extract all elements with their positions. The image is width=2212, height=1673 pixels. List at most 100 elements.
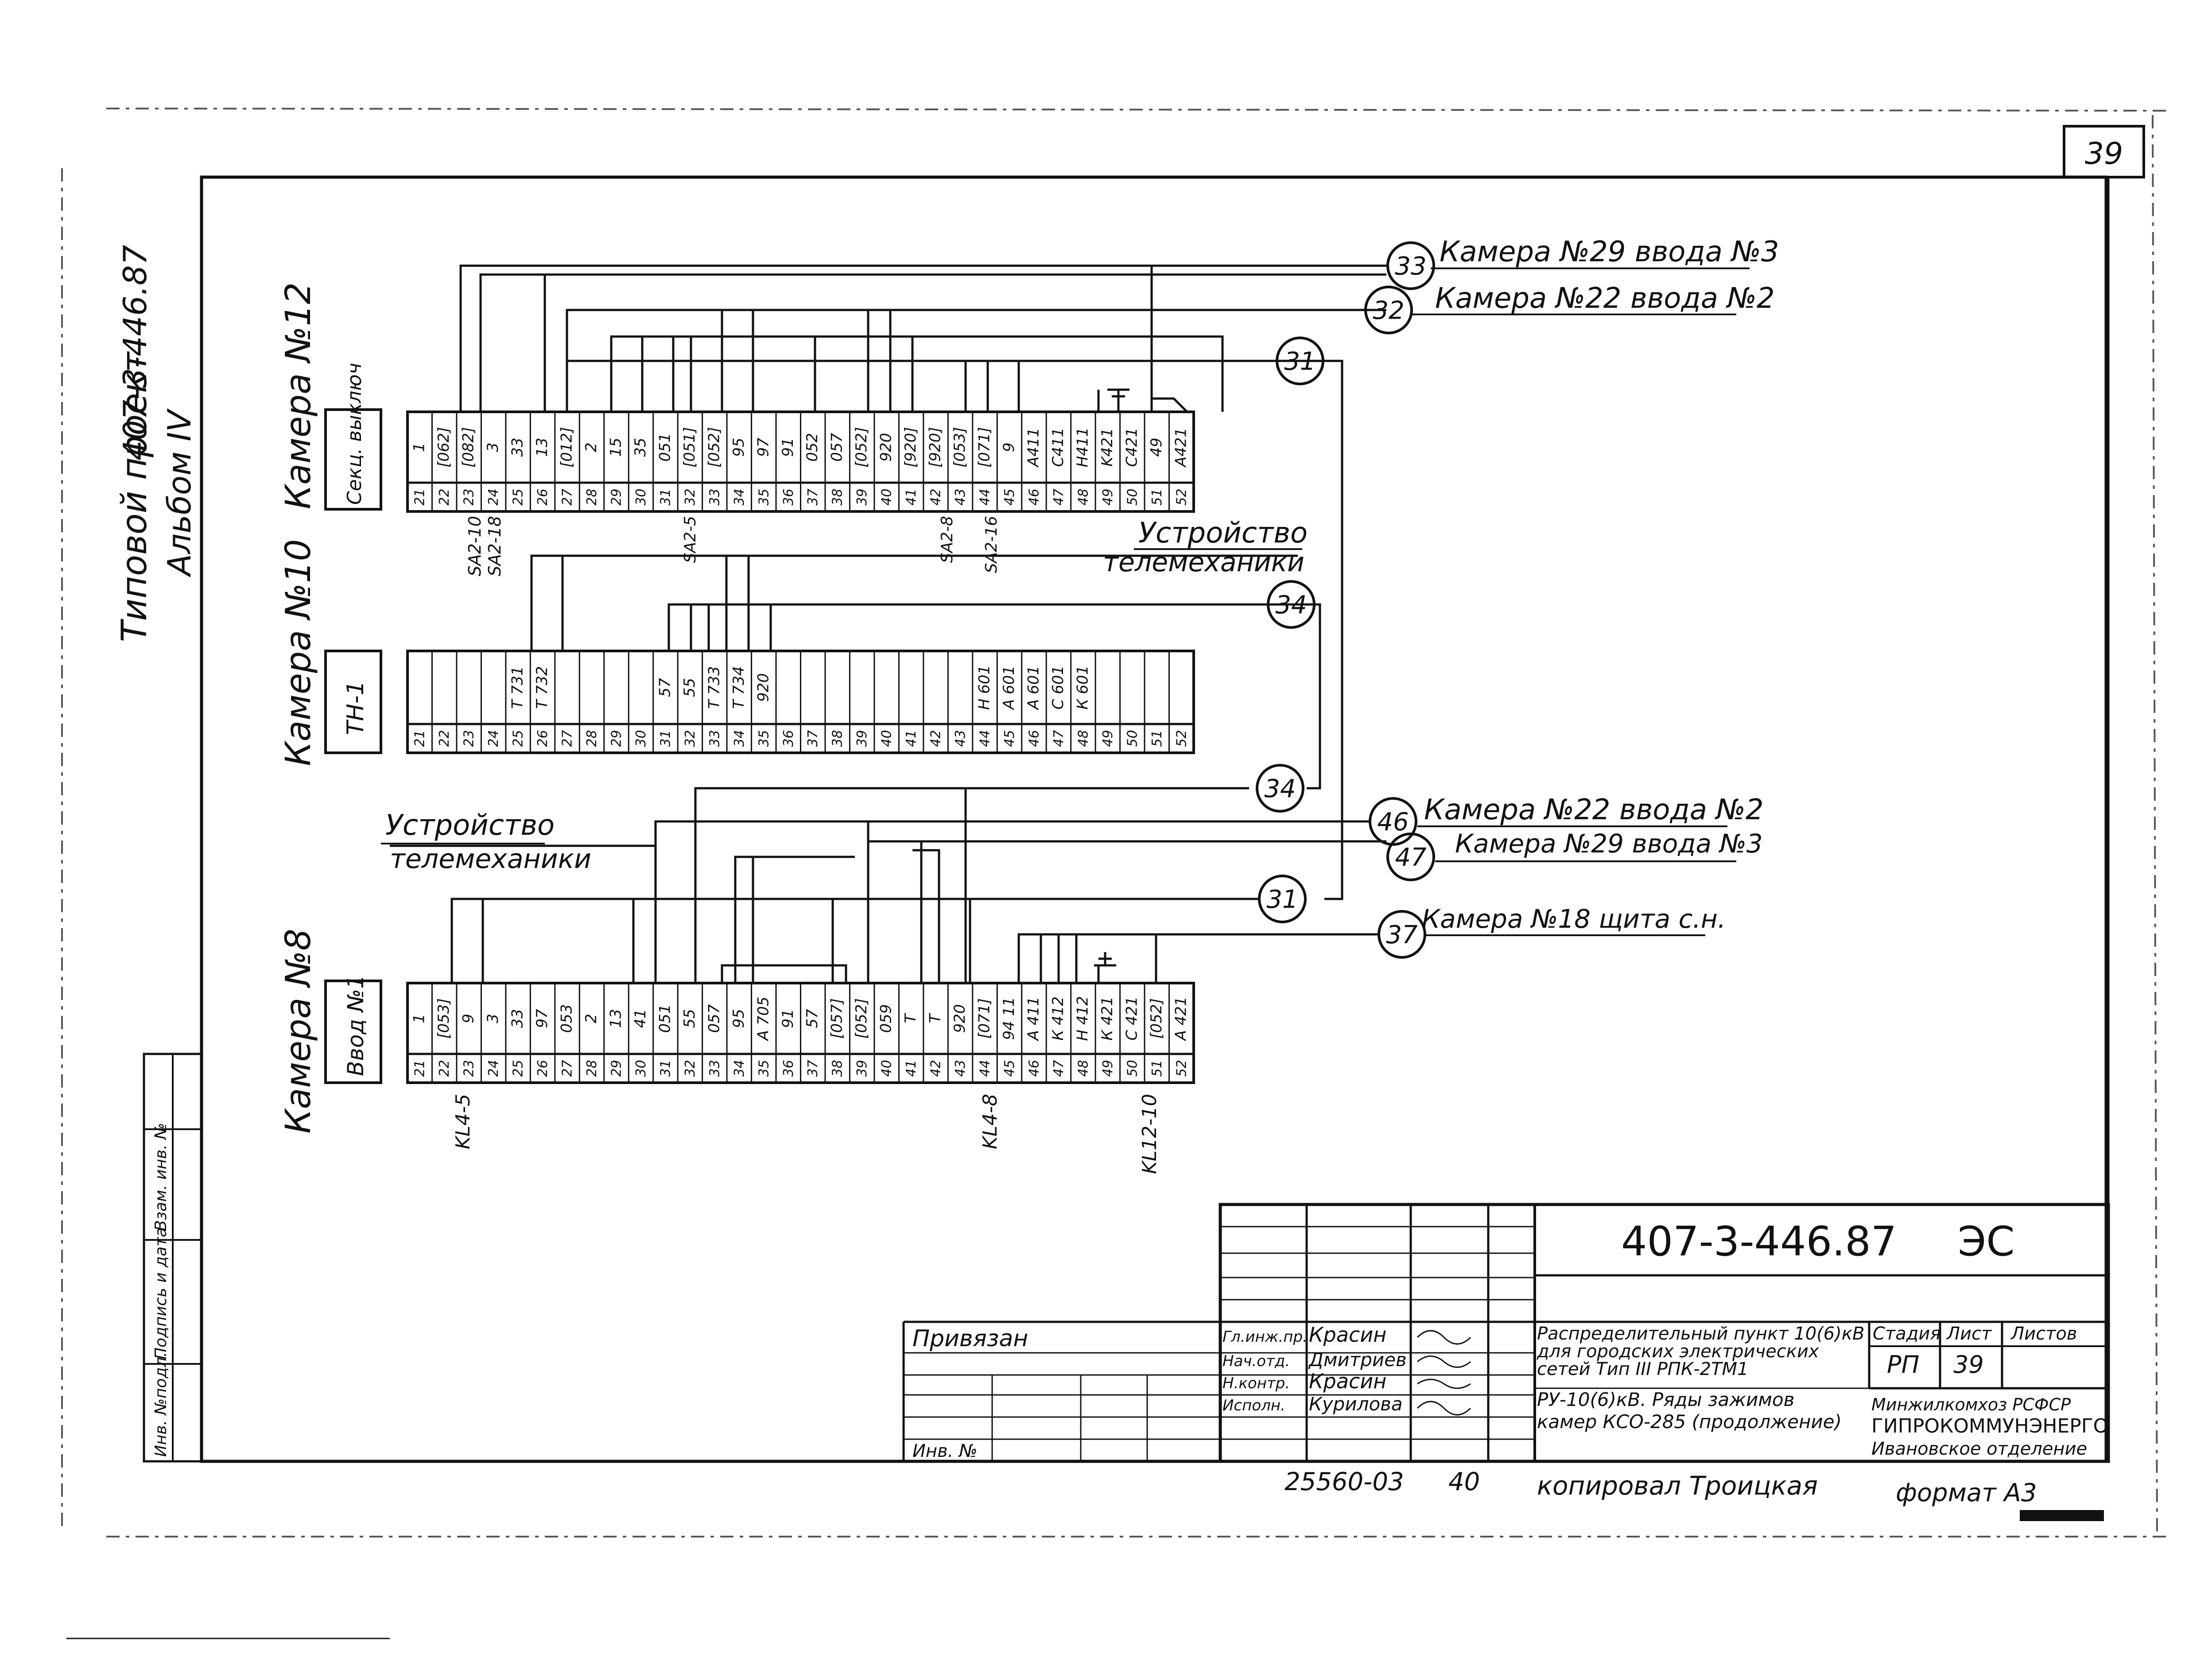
terminal-number: 35 bbox=[756, 488, 772, 505]
svg-text:33: 33 bbox=[1395, 252, 1426, 281]
terminal-number: 40 bbox=[879, 488, 895, 505]
terminal-number: 22 bbox=[437, 730, 452, 747]
wire-label: 9 bbox=[460, 1014, 477, 1023]
project-label: Типовой проект bbox=[115, 351, 155, 642]
wire-label: 1 bbox=[411, 1014, 428, 1023]
terminal-number: 36 bbox=[781, 730, 796, 747]
device-k10: ТН-1 bbox=[342, 681, 369, 735]
wire-label: Т 733 bbox=[705, 666, 723, 709]
terminal-number: 41 bbox=[904, 730, 919, 747]
terminal-number: 35 bbox=[756, 1060, 772, 1077]
svg-text:Листов: Листов bbox=[2010, 1324, 2077, 1344]
wire-label: [052] bbox=[705, 427, 723, 467]
format-label: формат А3 bbox=[1896, 1479, 2037, 1507]
wire-label: К 412 bbox=[1049, 996, 1067, 1041]
terminal-number: 31 bbox=[658, 488, 673, 505]
wire-label: 33 bbox=[509, 1009, 527, 1028]
wire-label: 13 bbox=[607, 1009, 625, 1028]
terminal-number: 46 bbox=[1026, 1060, 1042, 1077]
svg-text:31: 31 bbox=[1284, 347, 1316, 376]
terminal-number: 46 bbox=[1026, 488, 1042, 505]
terminal-number: 45 bbox=[1002, 488, 1017, 505]
terminal-number: 46 bbox=[1026, 730, 1042, 747]
terminal-number: 31 bbox=[658, 730, 673, 747]
wire-label: 94 11 bbox=[1000, 997, 1018, 1040]
svg-text:Лист: Лист bbox=[1946, 1324, 1992, 1344]
branch-label: SA2-10 bbox=[465, 516, 485, 576]
terminal-number: 44 bbox=[978, 1060, 993, 1077]
terminal-number: 41 bbox=[904, 488, 919, 505]
wire-label: 051 bbox=[656, 433, 674, 462]
terminal-number: 34 bbox=[732, 730, 747, 747]
terminal-number: 21 bbox=[412, 488, 428, 505]
terminal-number: 47 bbox=[1051, 730, 1067, 747]
terminal-number: 29 bbox=[609, 730, 624, 747]
wire-label: 57 bbox=[656, 678, 674, 697]
svg-text:РП: РП bbox=[1887, 1351, 1919, 1379]
telemech-top-1: Устройство bbox=[1138, 517, 1308, 550]
wire-label: [012] bbox=[558, 427, 576, 467]
terminal-number: 42 bbox=[928, 1060, 944, 1077]
svg-text:Курилова: Курилова bbox=[1309, 1393, 1403, 1415]
terminal-number: 28 bbox=[584, 730, 600, 747]
page-number-box bbox=[2063, 125, 2145, 178]
privyazan-label: Привязан bbox=[912, 1325, 1028, 1352]
conn-33-target: Камера №29 ввода №3 bbox=[1440, 236, 1779, 268]
svg-text:Нач.отд.: Нач.отд. bbox=[1222, 1352, 1290, 1370]
terminal-number: 30 bbox=[633, 488, 649, 505]
wire-label: С 601 bbox=[1049, 666, 1067, 709]
svg-text:34: 34 bbox=[1275, 591, 1307, 620]
svg-text:46: 46 bbox=[1377, 808, 1409, 836]
terminal-number: 32 bbox=[683, 730, 698, 747]
wire-label: Т bbox=[927, 1013, 944, 1023]
terminal-number: 24 bbox=[486, 1060, 501, 1077]
wire-label: К 421 bbox=[1098, 996, 1116, 1041]
terminal-number: 49 bbox=[1100, 1060, 1116, 1077]
conn-47: 47 Камера №29 ввода №3 bbox=[1386, 829, 1763, 881]
device-box-k12 bbox=[324, 408, 382, 511]
wire-label: С 421 bbox=[1123, 996, 1141, 1040]
wire-label: 920 bbox=[951, 1004, 969, 1033]
terminal-number: 44 bbox=[978, 730, 993, 747]
terminal-number: 29 bbox=[609, 488, 624, 505]
wire-label: [052] bbox=[853, 998, 870, 1038]
wire-label: 55 bbox=[681, 678, 699, 697]
terminal-number: 45 bbox=[1002, 730, 1017, 747]
svg-text:31: 31 bbox=[1266, 885, 1298, 914]
wire-label: 3 bbox=[484, 442, 502, 452]
conn-37: 37 Камера №18 щита с.н. bbox=[1378, 904, 1726, 959]
wire-label: 1 bbox=[411, 442, 428, 452]
device-box-k8 bbox=[324, 980, 382, 1084]
wiring bbox=[390, 264, 1386, 983]
terminal-number: 42 bbox=[928, 488, 944, 505]
wire-label: 95 bbox=[730, 438, 748, 457]
wire-label: 97 bbox=[754, 438, 772, 457]
title-line-5: камер КСО-285 (продолжение) bbox=[1537, 1411, 1842, 1433]
archive-number: 25560-03 bbox=[1285, 1468, 1404, 1496]
terminal-number: 25 bbox=[511, 488, 526, 505]
terminal-number: 30 bbox=[633, 1060, 649, 1077]
conn-37-target: Камера №18 щита с.н. bbox=[1422, 904, 1726, 934]
svg-text:Дмитриев: Дмитриев bbox=[1308, 1349, 1407, 1371]
terminal-number: 43 bbox=[953, 730, 968, 747]
svg-text:Красин: Красин bbox=[1309, 1369, 1386, 1393]
wire-label: [920] bbox=[927, 427, 944, 467]
copied-by: копировал Троицкая bbox=[1537, 1471, 1818, 1501]
terminal-number: 26 bbox=[535, 730, 551, 747]
terminal-number: 37 bbox=[805, 730, 821, 747]
terminal-number: 52 bbox=[1174, 730, 1189, 747]
terminal-number: 37 bbox=[805, 1060, 821, 1077]
wire-label: 15 bbox=[607, 438, 625, 457]
wire-label: 97 bbox=[533, 1009, 551, 1028]
terminal-number: 33 bbox=[707, 488, 722, 505]
wire-label: [053] bbox=[951, 427, 969, 467]
wire-label: 2 bbox=[582, 1014, 600, 1023]
wire-label: 057 bbox=[705, 1004, 723, 1033]
wire-label: А 601 bbox=[1025, 666, 1042, 710]
conn-47-target: Камера №29 ввода №3 bbox=[1455, 829, 1763, 859]
chamber-12-label: Камера №12 bbox=[279, 283, 318, 509]
inv-label: Инв. № bbox=[912, 1441, 978, 1461]
wire-label: 91 bbox=[779, 1009, 797, 1028]
wire-label: H411 bbox=[1074, 427, 1091, 467]
svg-text:47: 47 bbox=[1395, 843, 1427, 872]
